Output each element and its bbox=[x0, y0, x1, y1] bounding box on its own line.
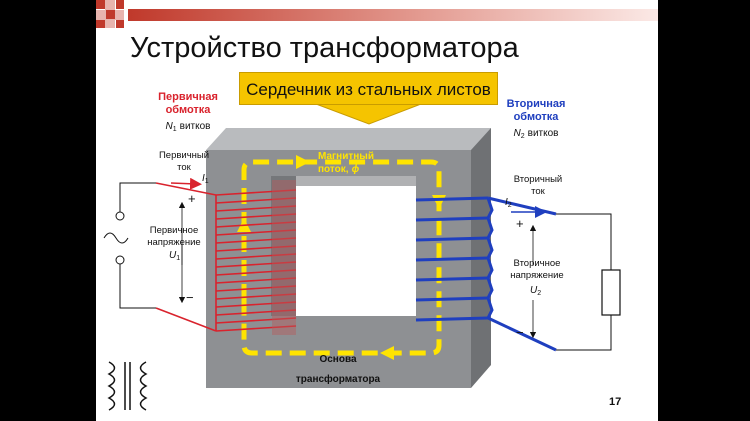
secondary-current-label: Вторичный bbox=[514, 174, 562, 185]
secondary-voltage-label: Вторичное bbox=[514, 258, 561, 269]
primary-current-symbol: I1 bbox=[202, 173, 209, 185]
secondary-current-label: ток bbox=[531, 186, 546, 197]
primary-voltage-label: Первичное bbox=[150, 225, 199, 236]
flux-label: Магнитный bbox=[318, 151, 374, 162]
slide: Устройство трансформатора 17 bbox=[96, 0, 658, 421]
secondary-minus-sign: − bbox=[516, 325, 524, 340]
decorative-header-pattern bbox=[96, 0, 658, 28]
primary-minus-sign: − bbox=[186, 290, 194, 305]
primary-plus-sign: + bbox=[188, 191, 196, 206]
primary-voltage-label: напряжение bbox=[147, 237, 200, 248]
secondary-winding-label: Вторичная bbox=[507, 98, 566, 110]
secondary-circuit bbox=[556, 213, 612, 351]
primary-winding-label: обмотка bbox=[166, 104, 212, 116]
base-label: Основа bbox=[319, 354, 357, 365]
page-number: 17 bbox=[609, 396, 622, 408]
core-material-callout: Сердечник из стальных листов bbox=[239, 72, 498, 105]
flux-label: поток,ϕ bbox=[318, 164, 360, 175]
primary-current-label: ток bbox=[177, 162, 192, 173]
page-title: Устройство трансформатора bbox=[130, 32, 519, 64]
primary-winding-hatch bbox=[272, 180, 296, 335]
flux-arrow-icon bbox=[380, 346, 394, 360]
secondary-plus-sign: + bbox=[516, 216, 524, 231]
secondary-voltage-label: напряжение bbox=[510, 270, 563, 281]
primary-winding-label: Первичная bbox=[158, 91, 218, 103]
secondary-winding bbox=[415, 196, 494, 322]
callout-pointer bbox=[315, 103, 422, 125]
base-label: трансформатора bbox=[296, 373, 381, 385]
resistor-icon bbox=[601, 269, 621, 316]
ac-source-icon bbox=[103, 211, 129, 265]
primary-circuit bbox=[119, 182, 156, 309]
primary-winding bbox=[215, 189, 297, 332]
primary-current-label: Первичный bbox=[159, 150, 209, 161]
flux-arrow-icon bbox=[296, 155, 310, 169]
primary-voltage-symbol: U1 bbox=[169, 250, 180, 262]
primary-current-arrow bbox=[170, 177, 202, 190]
transformer-symbol-icon bbox=[107, 361, 148, 411]
secondary-voltage-symbol: U2 bbox=[530, 285, 541, 297]
magnetic-flux-path bbox=[241, 159, 442, 356]
transformer-core bbox=[206, 128, 491, 388]
secondary-current-symbol: I2 bbox=[505, 197, 512, 209]
secondary-winding-label: обмотка bbox=[514, 111, 560, 123]
